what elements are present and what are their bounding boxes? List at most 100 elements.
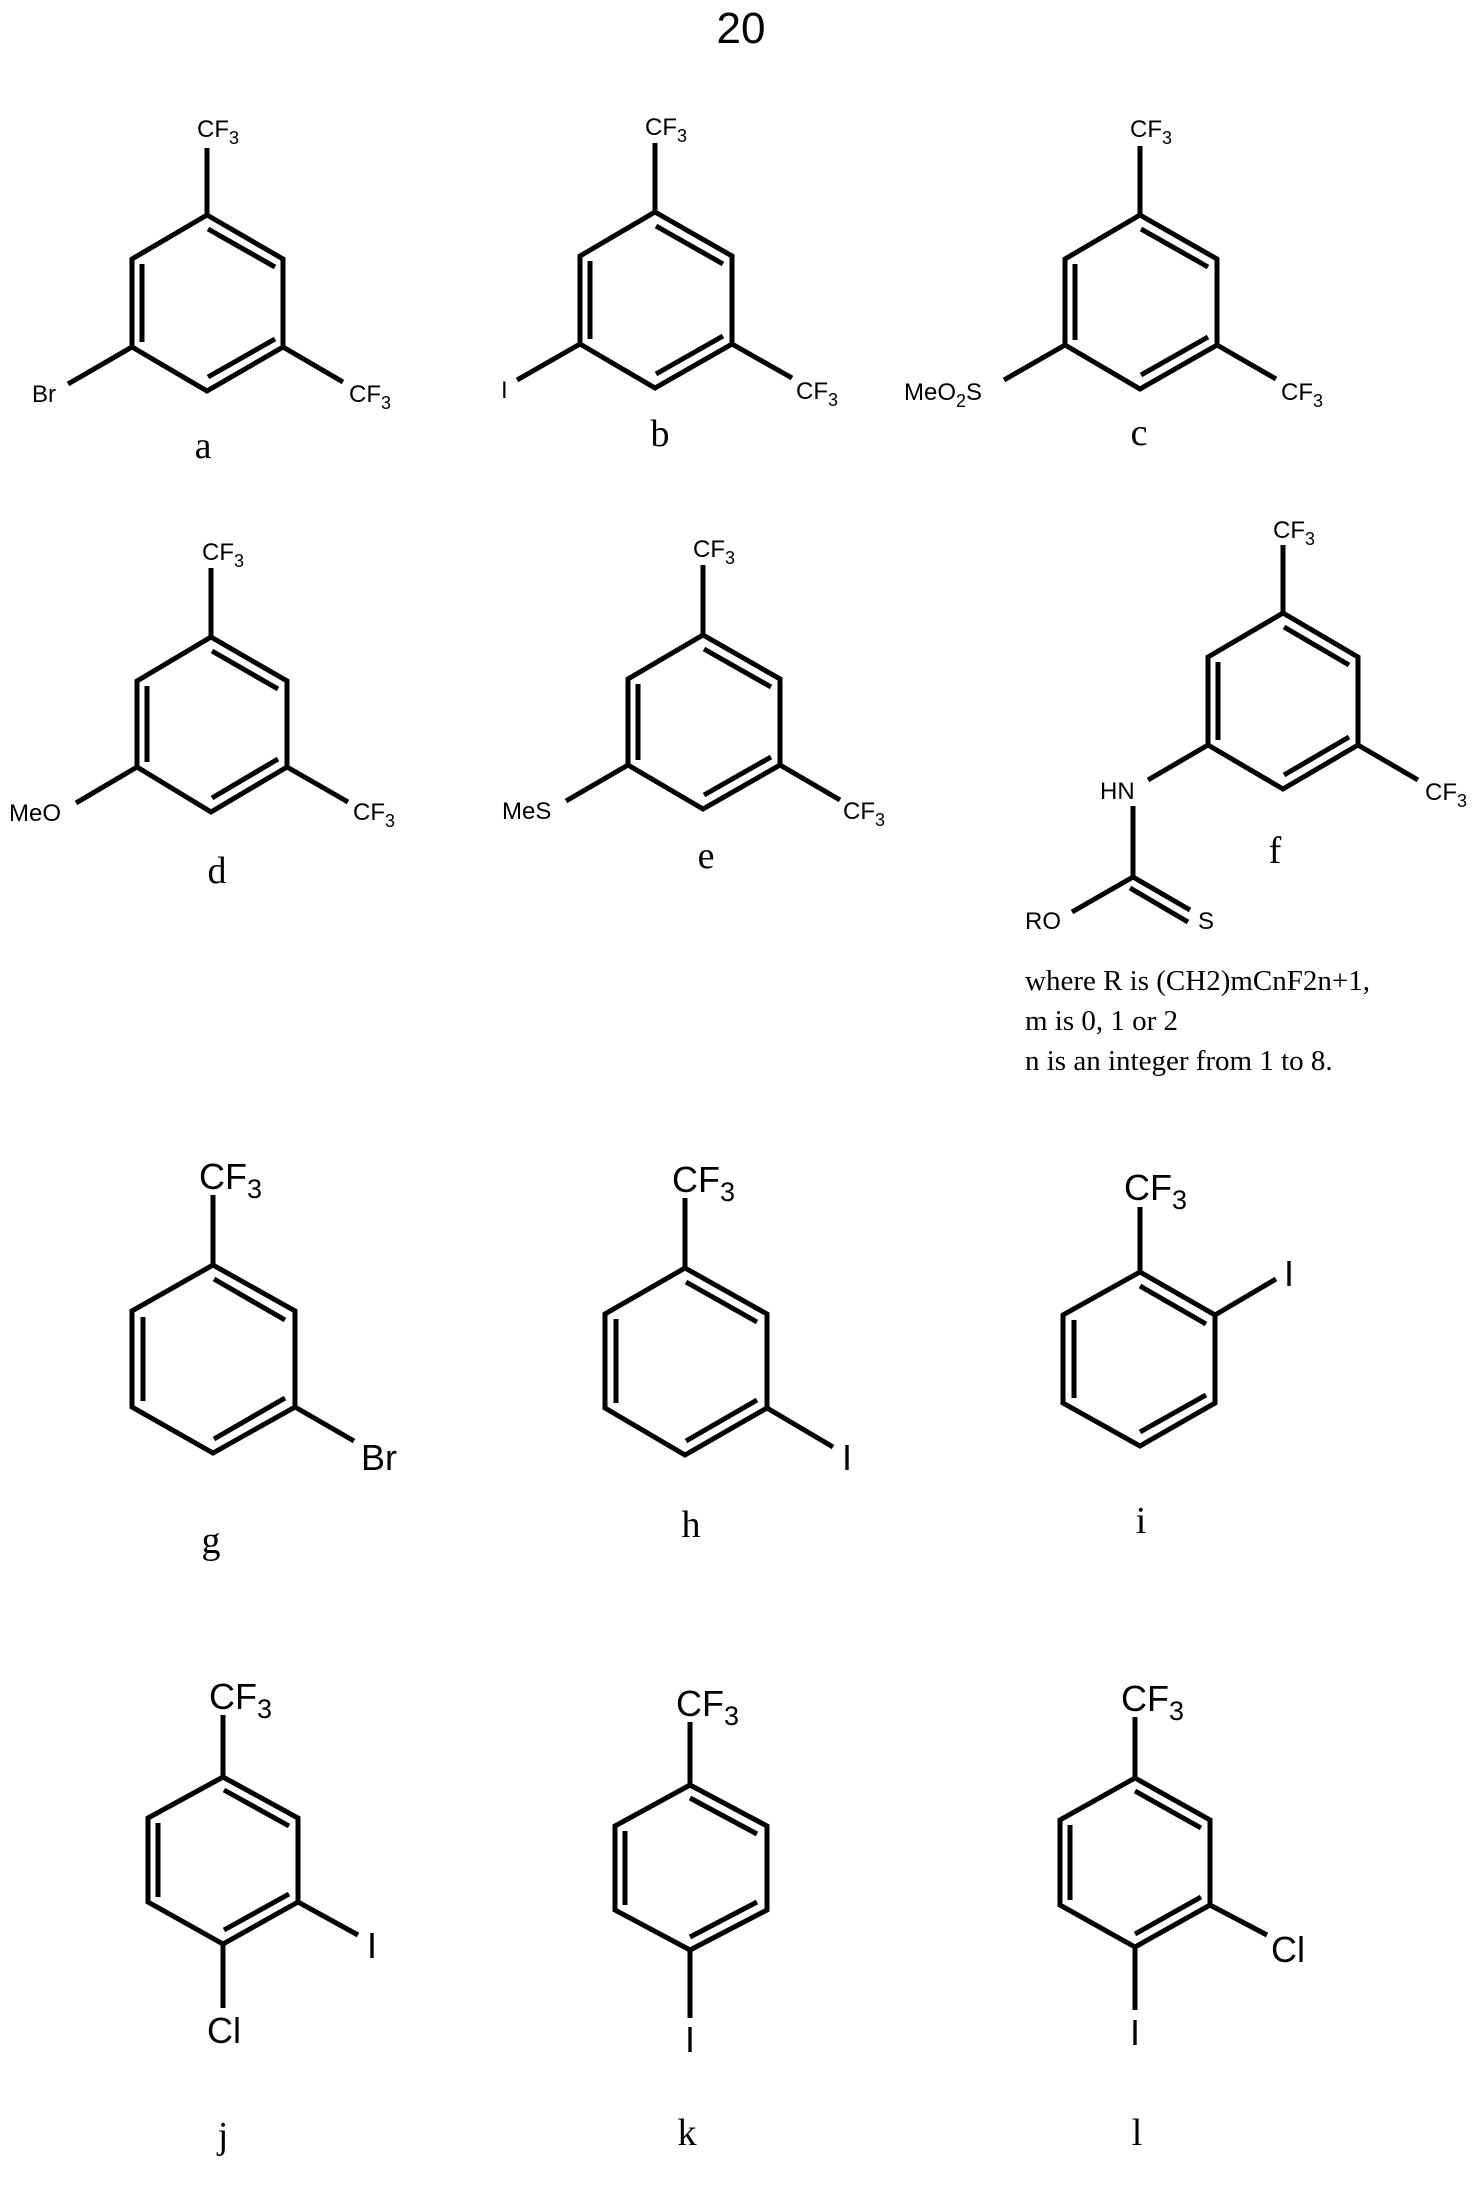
compound-label: c (1131, 412, 1148, 454)
thiocarbonyl-double-bond (1131, 874, 1192, 913)
double-bond (212, 1395, 287, 1442)
cf3-group: CF3 (1130, 116, 1172, 148)
bond (293, 1404, 356, 1444)
cf3-group: CF3 (197, 116, 239, 148)
double-bond (210, 648, 280, 692)
double-bond (1282, 734, 1351, 778)
double-bond (654, 333, 725, 377)
cf3-group: CF3 (645, 114, 687, 146)
cf3-group: CF3 (672, 1159, 735, 1207)
bromo-atom: Br (361, 1437, 397, 1478)
cf3-group: CF3 (1281, 379, 1323, 411)
page-number: 20 (717, 4, 766, 53)
cf3-group: CF3 (353, 799, 395, 831)
bond (1146, 742, 1210, 783)
bond (564, 762, 630, 804)
compound-j: CF3 I Cl j (145, 1676, 377, 2157)
bond (515, 341, 582, 383)
compound-label: k (678, 2112, 697, 2154)
benzene-ring (1062, 212, 1220, 392)
bond (730, 341, 794, 381)
double-bond (1138, 1283, 1208, 1327)
iodo-atom: I (842, 1437, 852, 1478)
compound-label: d (208, 850, 227, 892)
double-bond (212, 1276, 287, 1323)
iodo-atom: I (501, 377, 508, 404)
compound-c: CF3 MeO2S CF3 c (904, 116, 1323, 454)
methoxy-group: MeO (9, 800, 61, 827)
benzene-ring (612, 1782, 770, 1953)
benzene-ring (1057, 1775, 1213, 1950)
methylthio-group: MeS (502, 798, 551, 825)
double-bond (1133, 1788, 1203, 1831)
sulfur-atom: S (1198, 908, 1214, 935)
bromo-atom: Br (32, 381, 56, 408)
compound-h: CF3 I h (602, 1159, 852, 1546)
benzene-ring (134, 634, 290, 815)
benzene-ring (129, 1262, 298, 1456)
bond (765, 1405, 835, 1450)
iodo-atom: I (1130, 2012, 1140, 2053)
chloro-atom: Cl (207, 2010, 241, 2051)
bond (1215, 342, 1278, 382)
amine-nh: HN (1100, 778, 1135, 805)
bond (1208, 1902, 1269, 1938)
compound-g: CF3 Br g (129, 1156, 397, 1562)
double-bond (1133, 1894, 1203, 1937)
double-bond (206, 226, 277, 270)
double-bond (684, 1397, 759, 1444)
benzene-ring (625, 632, 783, 812)
double-bond (1139, 226, 1210, 270)
cf3-group: CF3 (693, 536, 735, 568)
double-bond (1138, 1392, 1208, 1435)
compound-f: CF3 CF3 HN RO S f where R is (CH2)mCnF2n… (1025, 517, 1467, 1077)
double-bond (1282, 624, 1351, 668)
bond (778, 762, 842, 803)
bond (66, 344, 134, 387)
cf3-group: CF3 (209, 1676, 272, 1724)
cf3-group: CF3 (1425, 779, 1467, 811)
compound-label: f (1269, 830, 1282, 872)
double-bond (684, 1279, 759, 1325)
bond (296, 1899, 360, 1938)
compound-d: CF3 MeO CF3 d (9, 539, 395, 892)
bond (1356, 742, 1420, 783)
benzene-ring (1060, 1269, 1218, 1449)
compound-e: CF3 MeS CF3 e (502, 536, 885, 877)
compound-label: e (698, 835, 715, 877)
compound-i: CF3 I i (1060, 1167, 1294, 1542)
compound-label: i (1136, 1500, 1147, 1542)
compound-label: j (216, 2115, 229, 2157)
compound-b: CF3 I CF3 b (501, 114, 838, 455)
m-definition-line: m is 0, 1 or 2 (1025, 1005, 1178, 1037)
double-bond (222, 1891, 291, 1933)
iodo-atom: I (685, 2019, 695, 2060)
benzene-ring (1205, 610, 1361, 792)
cf3-group: CF3 (1124, 1167, 1187, 1215)
benzene-ring (129, 212, 286, 394)
bond (281, 344, 345, 385)
compound-label: g (202, 1520, 221, 1562)
cf3-group: CF3 (349, 381, 391, 413)
bond (1002, 342, 1067, 383)
cf3-group: CF3 (1273, 517, 1315, 549)
methylsulfonyl-group: MeO2S (904, 379, 982, 411)
compound-k: CF3 I k (612, 1683, 770, 2154)
double-bond (206, 336, 277, 380)
bond (1213, 1276, 1278, 1318)
cf3-group: CF3 (199, 1156, 262, 1204)
alkoxy-ro: RO (1025, 908, 1061, 935)
bond (285, 764, 350, 805)
double-bond (688, 1899, 759, 1940)
double-bond (688, 1795, 759, 1837)
compound-label: b (651, 413, 670, 455)
cf3-group: CF3 (843, 798, 885, 830)
benzene-ring (145, 1774, 301, 1947)
iodo-atom: I (1284, 1253, 1294, 1294)
benzene-ring (602, 1265, 770, 1458)
chloro-atom: Cl (1271, 1929, 1305, 1970)
double-bond (210, 756, 280, 801)
bond (74, 764, 139, 806)
cf3-group: CF3 (796, 378, 838, 410)
